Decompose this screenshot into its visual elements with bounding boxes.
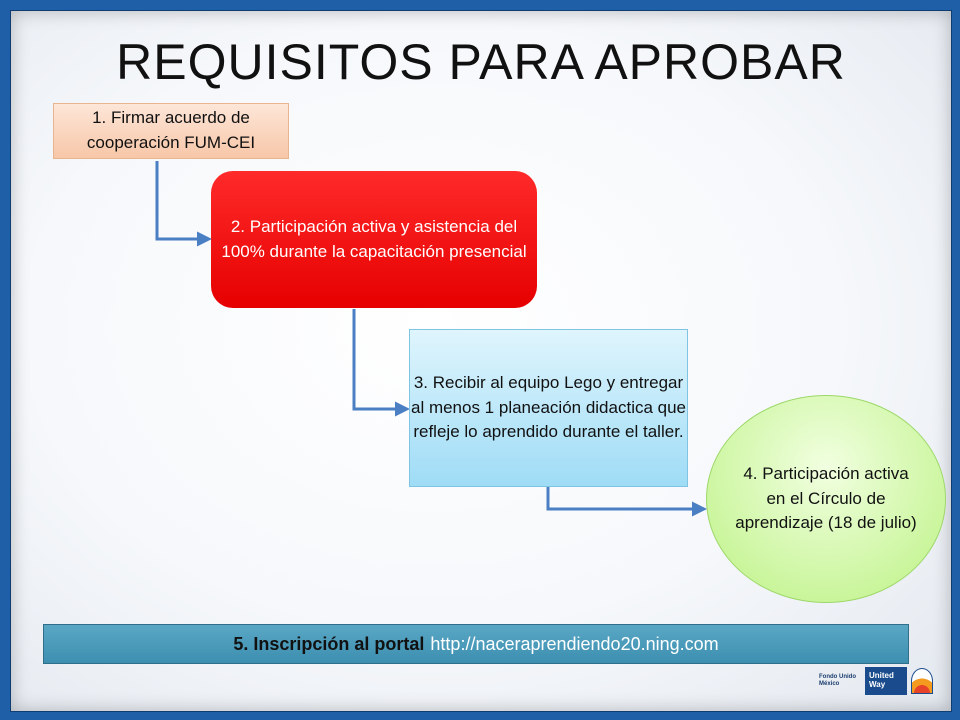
arrow-3-to-4 bbox=[546, 481, 707, 517]
step-2-text: 2. Participación activa y asistencia del… bbox=[221, 216, 527, 261]
portal-link[interactable]: http://naceraprendiendo20.ning.com bbox=[430, 633, 719, 654]
portal-label: 5. Inscripción al portal bbox=[233, 633, 425, 654]
step-1-text: 1. Firmar acuerdo de cooperación FUM-CEI bbox=[86, 108, 256, 152]
flow-arrows bbox=[155, 161, 707, 517]
logo-org-text: Fondo Unido México bbox=[819, 673, 856, 687]
step-4-text: 4. Participación activa en el Círculo de… bbox=[735, 464, 917, 533]
step-2-box: 2. Participación activa y asistencia del… bbox=[211, 171, 537, 308]
arrow-1-to-2 bbox=[155, 161, 212, 247]
united-way-icon bbox=[911, 668, 933, 694]
united-way-logo: Fondo Unido México United Way bbox=[819, 667, 933, 695]
step-1-box: 1. Firmar acuerdo de cooperación FUM-CEI bbox=[53, 103, 289, 159]
slide: REQUISITOS PARA APROBAR 1. Firmar acuerd… bbox=[10, 10, 952, 712]
arrow-2-to-3 bbox=[352, 309, 410, 417]
slide-title: REQUISITOS PARA APROBAR bbox=[116, 34, 846, 90]
portal-bar: 5. Inscripción al portal http://nacerapr… bbox=[43, 624, 909, 664]
step-3-box: 3. Recibir al equipo Lego y entregar al … bbox=[409, 329, 688, 487]
step-4-circle: 4. Participación activa en el Círculo de… bbox=[706, 395, 946, 603]
logo-brand-text: United Way bbox=[869, 671, 894, 689]
logo-brand-box: United Way bbox=[865, 667, 907, 695]
step-3-text: 3. Recibir al equipo Lego y entregar al … bbox=[410, 373, 687, 442]
